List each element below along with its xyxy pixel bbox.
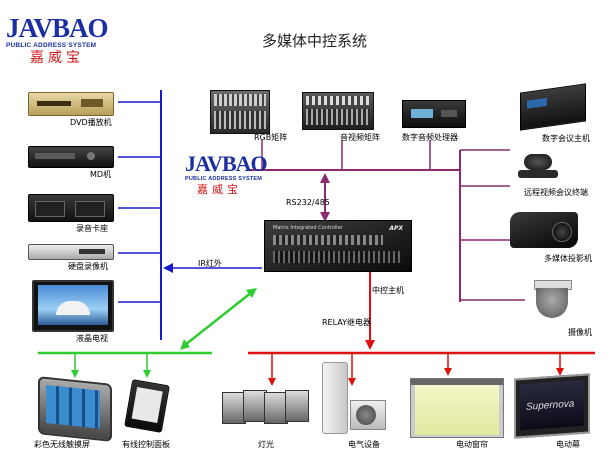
dvd-tray: [37, 101, 71, 106]
touch-screen-display: [46, 384, 100, 429]
ac-tower: [322, 362, 348, 434]
light-panel-4: [285, 390, 309, 422]
rgb-matrix-buttons: [214, 94, 266, 106]
brand-chinese: 嘉威宝: [30, 51, 84, 66]
dsp-display: [411, 109, 433, 118]
electrical-label: 电气设备: [348, 440, 380, 449]
dvd-player-label: DVD播放机: [70, 118, 112, 127]
opera-house-shape: [56, 301, 90, 315]
light-panel-2: [243, 390, 267, 422]
ir-label: IR红外: [198, 259, 222, 268]
md-player-device: [28, 146, 114, 168]
controller-label: 中控主机: [372, 286, 404, 295]
controller-panel-text: Matrix Integrated Controller: [273, 225, 343, 231]
av-matrix-label: 音视频矩阵: [340, 133, 380, 142]
conference-display: [527, 97, 547, 109]
light-panel-3: [264, 392, 288, 424]
conference-host-label: 数字会议主机: [542, 134, 590, 143]
md-player-label: MD机: [90, 170, 112, 179]
ac-outdoor-unit: [350, 400, 386, 430]
electric-screen-label: 电动幕: [556, 440, 580, 449]
light-panel-1: [222, 392, 246, 424]
vc-base: [518, 170, 558, 178]
green-arrowhead: [143, 370, 151, 378]
green-diagonal-arrowhead: [180, 339, 190, 350]
ir-arrowhead: [163, 263, 173, 273]
rs232-label: RS232/485: [286, 198, 330, 207]
rs232-arrowhead-up: [320, 173, 330, 183]
rgb-matrix-device: [210, 90, 270, 134]
page-title: 多媒体中控系统: [262, 32, 368, 50]
red-arrowhead: [348, 378, 356, 386]
relay-arrowhead: [365, 340, 375, 350]
touch-screen-label: 彩色无线触摸屏: [34, 440, 90, 449]
md-panel: [35, 153, 75, 159]
rs232-arrowhead-down: [320, 212, 330, 222]
controller-badge: APX: [389, 225, 403, 232]
wired-panel-label: 有线控制面板: [122, 440, 170, 449]
brand-logo-top: JAVBAO PUBLIC ADDRESS SYSTEM 嘉威宝: [6, 13, 109, 68]
central-controller-device: Matrix Integrated Controller APX: [264, 220, 412, 272]
camera-dome: [536, 288, 568, 318]
curtain-label: 电动窗帘: [456, 440, 488, 449]
red-arrowhead: [556, 368, 564, 376]
curtain-device: [410, 378, 504, 438]
red-arrowhead: [268, 378, 276, 386]
red-arrowhead: [444, 368, 452, 376]
lcd-tv-device: [32, 280, 114, 332]
touch-screen-device: [38, 376, 112, 442]
hdd-display: [79, 249, 105, 254]
green-arrowhead: [71, 370, 79, 378]
audio-processor-device: [402, 100, 466, 128]
cassette-slot-b: [75, 201, 105, 217]
relay-label: RELAY继电器: [322, 318, 371, 327]
vc-camera-head: [524, 154, 552, 170]
rgb-matrix-label: RGB矩阵: [254, 133, 288, 142]
hdd-recorder-device: [28, 244, 114, 260]
lighting-label: 灯光: [258, 440, 274, 449]
controller-ports: [273, 251, 403, 263]
av-matrix-device: [302, 92, 374, 130]
brand-chinese: 嘉威宝: [197, 184, 242, 196]
cassette-deck-device: [28, 194, 114, 222]
brand-logo-mid: JAVBAO PUBLIC ADDRESS SYSTEM 嘉威宝: [185, 151, 268, 197]
rgb-matrix-ports: [214, 111, 266, 129]
dvd-display: [81, 99, 103, 107]
screen-text: Supernova: [526, 398, 575, 413]
lcd-tv-label: 液晶电视: [76, 334, 108, 343]
controller-buttons: [273, 235, 383, 245]
projector-label: 多媒体投影机: [544, 254, 592, 263]
audio-processor-label: 数字音频处理器: [402, 133, 458, 142]
curtain-rail: [411, 379, 503, 385]
av-matrix-buttons: [306, 96, 370, 105]
camera-label: 摄像机: [568, 328, 592, 337]
dsp-knobs: [441, 110, 457, 117]
brand-tagline: PUBLIC ADDRESS SYSTEM: [185, 176, 263, 182]
camera-device: [530, 280, 574, 322]
lcd-tv-screen: [38, 285, 108, 325]
cassette-slot-a: [35, 201, 65, 217]
green-diagonal-arrowhead: [246, 288, 257, 298]
brand-name: JAVBAO: [6, 13, 109, 43]
electrical-device: [322, 362, 386, 436]
dvd-player-device: [28, 92, 114, 116]
brand-tagline: PUBLIC ADDRESS SYSTEM: [6, 42, 97, 49]
hdd-recorder-label: 硬盘录像机: [68, 262, 108, 271]
electric-screen-device: Supernova: [514, 373, 590, 439]
projector-device: [510, 212, 578, 248]
green-diagonal-line: [184, 291, 253, 346]
ac-fan: [356, 405, 376, 425]
projector-lens: [552, 222, 572, 242]
brand-name: JAVBAO: [185, 151, 268, 176]
curtain-fabric: [415, 385, 499, 435]
wired-panel-screen: [131, 387, 163, 424]
cassette-deck-label: 录音卡座: [76, 224, 108, 233]
video-conference-terminal-label: 远程视频会议终端: [524, 188, 588, 197]
av-matrix-ports: [306, 109, 370, 125]
video-conference-terminal-device: [516, 154, 560, 180]
md-knob: [87, 152, 95, 160]
lighting-device: [222, 390, 309, 430]
electric-screen-surface: Supernova: [520, 379, 584, 431]
